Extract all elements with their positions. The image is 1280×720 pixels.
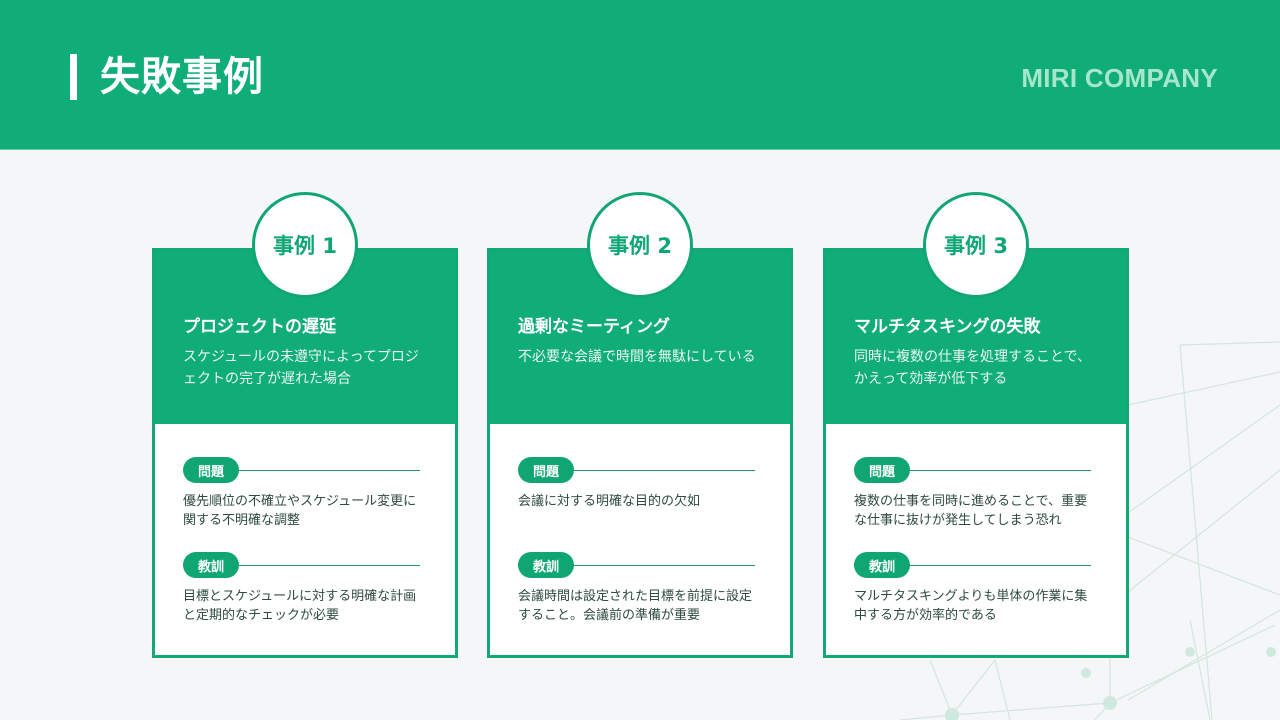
lesson-text: マルチタスキングよりも単体の作業に集中する方が効率的である xyxy=(854,589,1088,623)
case-number-badge: 事例 1 xyxy=(252,192,358,298)
lesson-section: 教訓 目標とスケジュールに対する明確な計画と定期的なチェックが必要 xyxy=(183,552,420,625)
problem-label: 問題 xyxy=(183,457,239,483)
divider-line xyxy=(574,470,755,471)
company-name: MIRI COMPANY xyxy=(1021,63,1218,93)
case-description: 同時に複数の仕事を処理することで、かえって効率が低下する xyxy=(854,349,1092,387)
divider-line xyxy=(574,565,755,566)
lesson-text: 目標とスケジュールに対する明確な計画と定期的なチェックが必要 xyxy=(183,589,417,623)
slide-header: 失敗事例 MIRI COMPANY xyxy=(0,0,1280,150)
case-card-3: マルチタスキングの失敗 同時に複数の仕事を処理することで、かえって効率が低下する… xyxy=(823,192,1129,658)
divider-line xyxy=(910,470,1091,471)
problem-section: 問題 複数の仕事を同時に進めることで、重要な仕事に抜けが発生してしまう恐れ xyxy=(854,457,1091,530)
problem-section: 問題 優先順位の不確立やスケジュール変更に関する不明確な調整 xyxy=(183,457,420,530)
divider-line xyxy=(910,565,1091,566)
case-title: 過剰なミーティング xyxy=(518,317,670,337)
lesson-section: 教訓 マルチタスキングよりも単体の作業に集中する方が効率的である xyxy=(854,552,1091,625)
case-title: プロジェクトの遅延 xyxy=(183,317,336,337)
lesson-section: 教訓 会議時間は設定された目標を前提に設定すること。会議前の準備が重要 xyxy=(518,552,755,625)
title-accent-bar xyxy=(70,54,77,100)
lesson-label: 教訓 xyxy=(518,552,574,578)
case-card-header: プロジェクトの遅延 スケジュールの未遵守によってプロジェクトの完了が遅れた場合 xyxy=(155,251,455,424)
problem-section: 問題 会議に対する明確な目的の欠如 xyxy=(518,457,755,511)
case-number-badge: 事例 3 xyxy=(923,192,1029,298)
case-description: スケジュールの未遵守によってプロジェクトの完了が遅れた場合 xyxy=(183,349,419,387)
case-number-badge: 事例 2 xyxy=(587,192,693,298)
problem-text: 複数の仕事を同時に進めることで、重要な仕事に抜けが発生してしまう恐れ xyxy=(854,494,1088,528)
case-card-2: 過剰なミーティング 不必要な会議で時間を無駄にしている 事例 2 問題 会議に対… xyxy=(487,192,793,658)
problem-text: 会議に対する明確な目的の欠如 xyxy=(518,494,701,509)
case-description: 不必要な会議で時間を無駄にしている xyxy=(518,349,756,365)
case-title: マルチタスキングの失敗 xyxy=(854,317,1041,337)
lesson-text: 会議時間は設定された目標を前提に設定すること。会議前の準備が重要 xyxy=(518,589,753,623)
page-title: 失敗事例 xyxy=(100,54,264,100)
problem-label: 問題 xyxy=(518,457,574,483)
case-card-1: プロジェクトの遅延 スケジュールの未遵守によってプロジェクトの完了が遅れた場合 … xyxy=(152,192,458,658)
lesson-label: 教訓 xyxy=(183,552,239,578)
problem-text: 優先順位の不確立やスケジュール変更に関する不明確な調整 xyxy=(183,494,417,528)
divider-line xyxy=(239,470,420,471)
problem-label: 問題 xyxy=(854,457,910,483)
divider-line xyxy=(239,565,420,566)
lesson-label: 教訓 xyxy=(854,552,910,578)
